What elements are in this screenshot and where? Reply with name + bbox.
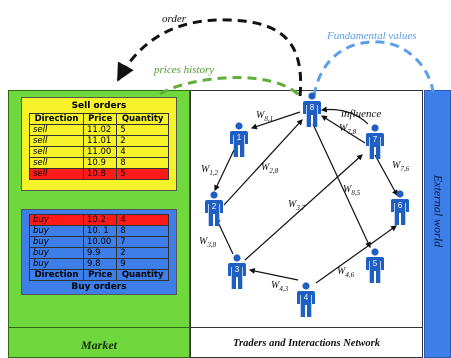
table-row: sell 11.00 4 — [29, 146, 169, 158]
order-arrow — [116, 18, 303, 97]
best-bid-row: buy 10.2 4 — [29, 214, 169, 226]
influence-arrow — [320, 106, 369, 125]
agent-5-number: 5 — [373, 259, 378, 268]
buy-orders-box: buy 10.2 4 buy 10. 1 8 buy 10.00 7 buy 9… — [21, 209, 177, 295]
table-row: buy 10. 1 8 — [29, 225, 169, 237]
edge-2-8 — [223, 119, 303, 206]
edges — [214, 111, 398, 284]
edge-4-3 — [248, 268, 299, 281]
agent-6-number: 6 — [398, 201, 403, 210]
table-row: sell 10.9 8 — [29, 157, 169, 169]
order-direction: sell — [29, 168, 84, 180]
weight-label-w38: W3,8 — [199, 236, 217, 249]
order-label: order — [162, 13, 187, 25]
network-divider — [191, 327, 422, 328]
weight-label-w76: W7,6 — [392, 160, 410, 173]
edge-3-7 — [244, 154, 363, 261]
buy-orders-header-row: Direction Price Quantity — [29, 269, 169, 281]
buy-orders-title: Buy orders — [71, 282, 127, 292]
buy-orders-table: buy 10.2 4 buy 10. 1 8 buy 10.00 7 buy 9… — [29, 214, 169, 281]
best-ask-row: sell 10.8 5 — [29, 168, 169, 180]
fundamental-values-label: Fundamental values — [326, 30, 417, 42]
agent-1-number: 1 — [237, 133, 242, 142]
sell-orders-table: Direction Price Quantity sell 11.02 5 se… — [29, 113, 169, 180]
weight-label-w37: W3,7 — [288, 199, 306, 212]
edge-8-5 — [312, 123, 371, 249]
agent-8-number: 8 — [310, 103, 315, 112]
prices-history-arrow — [159, 76, 302, 98]
edge-8-1 — [250, 111, 301, 130]
order-price: 10.8 — [82, 168, 118, 180]
market-label: Market — [81, 338, 117, 352]
weight-label-w78: W7,8 — [339, 123, 357, 136]
weight-label-w43: W4,3 — [271, 280, 289, 293]
weight-label-w12: W1,2 — [201, 164, 219, 177]
weight-label-w28: W2,8 — [261, 162, 279, 175]
edge-4-6 — [315, 225, 397, 284]
market-panel: Sell orders Direction Price Quantity sel… — [8, 90, 190, 358]
sell-orders-box: Sell orders Direction Price Quantity sel… — [21, 97, 177, 191]
sell-orders-title: Sell orders — [71, 101, 127, 111]
fundamental-values-arrow — [312, 40, 435, 97]
agent-2-number: 2 — [212, 202, 217, 211]
agent-7-number: 7 — [373, 135, 378, 144]
weight-label-w46: W4,6 — [337, 266, 355, 279]
edge-1-2 — [214, 149, 235, 192]
order-quantity: 5 — [116, 168, 169, 180]
influence-label: influence — [341, 108, 381, 120]
network-panel: Traders and Interactions Network — [190, 90, 423, 358]
market-divider — [9, 327, 189, 328]
weight-label-w81: W8,1 — [256, 110, 273, 123]
header-price: Price — [82, 269, 118, 281]
agent-3-number: 3 — [235, 265, 240, 274]
header-quantity: Quantity — [116, 269, 169, 281]
network-label: Traders and Interactions Network — [233, 338, 380, 349]
agent-4-number: 4 — [304, 293, 309, 302]
prices-history-label: prices history — [153, 64, 214, 76]
edge-7-8 — [320, 115, 366, 144]
edge-7-6 — [374, 154, 398, 197]
table-row: sell 11.02 5 — [29, 124, 169, 136]
